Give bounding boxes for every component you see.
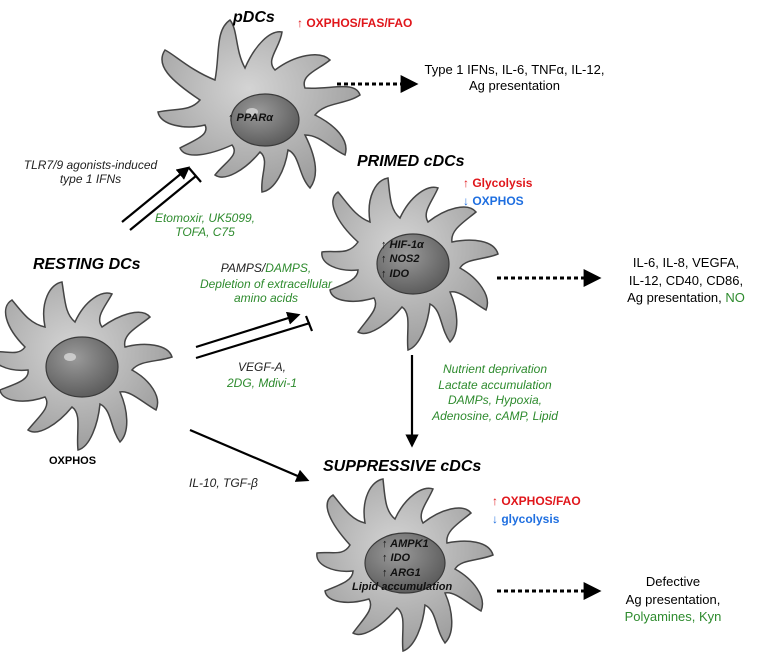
pdc-marker: ↑ PPARα: [228, 112, 274, 124]
primed-markers: ↑ HIF-1α ↑ NOS2 ↑ IDO: [381, 238, 424, 281]
nutrient-line-3: DAMPs, Hypoxia,: [447, 393, 543, 408]
pdc-cell: [157, 18, 361, 193]
primed-output-line-2: IL-12, CD40, CD86,: [628, 272, 744, 288]
depletion-label: Depletion of extracellular amino acids: [180, 277, 352, 306]
pdc-inhibitors-line-1: Etomoxir, UK5099,: [154, 211, 256, 225]
suppressive-marker-arg1: ↑ ARG1: [382, 566, 421, 579]
vegf-label: VEGF-A,: [237, 360, 286, 374]
nutrient-line-4: Adenosine, cAMP, Lipid: [432, 408, 558, 423]
il10-label: IL-10, TGF-β: [189, 476, 258, 490]
primed-inhibitors: 2DG, Mdivi-1: [226, 376, 297, 390]
tlr-arrow: [121, 166, 202, 231]
suppressive-metabolism-down: ↓ glycolysis: [492, 512, 560, 526]
depletion-line-2: amino acids: [233, 291, 299, 306]
primed-marker-ido: ↑ IDO: [381, 267, 410, 280]
pdc-title: pDCs: [233, 9, 275, 26]
suppressive-marker-ido: ↑ IDO: [382, 552, 411, 565]
primed-output-no: NO: [725, 290, 745, 306]
suppressive-metabolism-up: ↑ OXPHOS/FAO: [492, 494, 581, 508]
primed-outputs: IL-6, IL-8, VEGFA, IL-12, CD40, CD86, Ag…: [612, 254, 760, 307]
resting-title: RESTING DCs: [33, 256, 141, 273]
depletion-line-1: Depletion of extracellular: [199, 277, 333, 291]
primed-title: PRIMED cDCs: [357, 153, 465, 170]
tlr-label-line-1: TLR7/9 agonists-induced: [23, 158, 158, 172]
pdc-metabolism-up: ↑ OXPHOS/FAS/FAO: [297, 16, 413, 30]
nutrient-line-1: Nutrient deprivation: [442, 362, 548, 376]
damps-text: DAMPS,: [265, 261, 312, 275]
pdc-output-line-1: Type 1 IFNs, IL-6, TNFα, IL-12,: [424, 62, 605, 77]
tlr-label-line-2: type 1 IFNs: [59, 172, 122, 187]
pdc-output-line-2: Ag presentation: [468, 77, 561, 93]
suppressive-output-green: Polyamines, Kyn: [624, 609, 722, 625]
primed-metabolism-up: ↑ Glycolysis: [463, 176, 533, 190]
primed-cell: [321, 177, 499, 352]
resting-cell: [0, 281, 173, 451]
nutrient-line-2: Lactate accumulation: [438, 377, 552, 392]
pdc-inhibitors: Etomoxir, UK5099, TOFA, C75: [150, 211, 260, 240]
nutrient-label: Nutrient deprivation Lactate accumulatio…: [420, 362, 570, 424]
pamps-text: PAMPS/: [220, 261, 266, 275]
primed-output-line-1: IL-6, IL-8, VEGFA,: [632, 255, 740, 270]
pamps-label: PAMPS/DAMPS,: [191, 261, 341, 275]
resting-metabolism: OXPHOS: [49, 455, 97, 467]
tlr-label: TLR7/9 agonists-induced type 1 IFNs: [8, 158, 173, 187]
suppressive-title: SUPPRESSIVE cDCs: [323, 458, 482, 475]
primed-metabolism-down: ↓ OXPHOS: [463, 194, 524, 208]
suppressive-output-line-2: Ag presentation,: [625, 591, 721, 607]
suppressive-outputs: Defective Ag presentation, Polyamines, K…: [603, 573, 743, 626]
primed-output-ag: Ag presentation,: [627, 290, 726, 306]
primed-marker-hif: ↑ HIF-1α: [381, 239, 424, 251]
suppressive-markers: ↑ AMPK1 ↑ IDO ↑ ARG1 Lipid accumulation: [352, 537, 452, 594]
primed-marker-nos2: ↑ NOS2: [381, 253, 420, 266]
suppressive-marker-ampk: ↑ AMPK1: [382, 538, 429, 550]
suppressive-output-line-1: Defective: [645, 574, 701, 589]
pdc-inhibitors-line-2: TOFA, C75: [175, 225, 235, 240]
pdc-outputs: Type 1 IFNs, IL-6, TNFα, IL-12, Ag prese…: [422, 62, 607, 93]
resting-to-suppressive-arrow: [189, 428, 310, 482]
primed-output-line-3: Ag presentation, NO: [612, 289, 760, 307]
suppressive-cell: [316, 478, 494, 653]
suppressive-marker-lipid: Lipid accumulation: [352, 580, 453, 593]
resting-to-primed-arrow: [195, 311, 314, 360]
